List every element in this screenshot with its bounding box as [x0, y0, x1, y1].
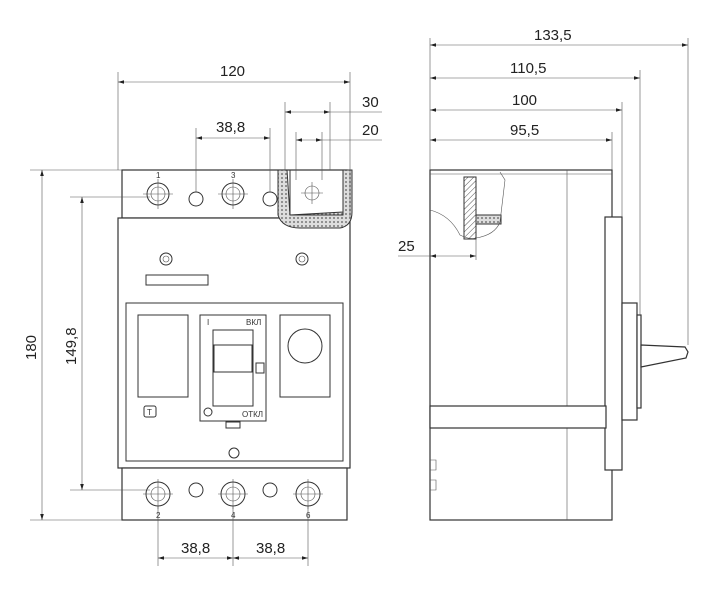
window-left [137, 314, 189, 398]
terminal-screw-1 [143, 179, 173, 209]
on-label: ВКЛ [246, 318, 261, 327]
side-cover [604, 216, 623, 471]
handle-base [621, 302, 638, 421]
dim-top-pitch: 38,8 [216, 119, 245, 136]
busbar [289, 170, 344, 216]
indicator-circle [287, 328, 323, 364]
terminal-label: 6 [306, 511, 311, 520]
main-body [117, 217, 351, 469]
busbar-insulation [277, 169, 353, 229]
terminal-screw-2 [143, 479, 173, 509]
dim-bottom-pitch-right: 38,8 [256, 540, 285, 557]
side-view [429, 169, 689, 521]
front-view: 1 3 I ВКЛ ОТКЛ T 2 4 6 [117, 169, 353, 521]
dim-busbar-inner: 20 [362, 122, 379, 139]
busbar-section [463, 176, 477, 240]
off-label: ОТКЛ [242, 410, 263, 419]
dim-mounting-height: 149,8 [63, 327, 80, 365]
breaker-handle[interactable] [213, 344, 253, 373]
test-button-label: T [147, 408, 152, 417]
side-dimensions: 133,5 110,5 100 95,5 25 [398, 27, 689, 345]
dim-side-cover-depth: 100 [512, 92, 537, 109]
terminal-label: 4 [231, 511, 236, 520]
dim-busbar-outer: 30 [362, 94, 379, 111]
dim-side-total-depth: 133,5 [534, 27, 572, 44]
window-right [279, 314, 331, 398]
dim-side-handle-base-depth: 110,5 [510, 60, 546, 77]
front-dimensions: 120 180 149,8 38,8 30 20 38,8 38,8 [23, 63, 382, 566]
side-handle[interactable] [640, 344, 689, 368]
terminal-screw-3 [218, 179, 248, 209]
on-mark: I [207, 318, 209, 327]
dim-side-body-depth: 95,5 [510, 122, 539, 139]
terminal-label: 2 [156, 511, 161, 520]
handle-frame [199, 314, 267, 422]
terminal-label: 3 [231, 171, 236, 180]
dim-side-terminal-offset: 25 [398, 238, 415, 255]
dim-front-width: 120 [220, 63, 245, 80]
dim-bottom-pitch-left: 38,8 [181, 540, 210, 557]
test-button[interactable] [143, 405, 157, 418]
side-body [429, 169, 613, 521]
dim-front-height: 180 [23, 335, 40, 360]
side-band [429, 405, 607, 429]
nameplate [145, 274, 209, 286]
ground-icon [228, 447, 240, 459]
terminal-label: 1 [156, 171, 161, 180]
front-panel [125, 302, 344, 462]
